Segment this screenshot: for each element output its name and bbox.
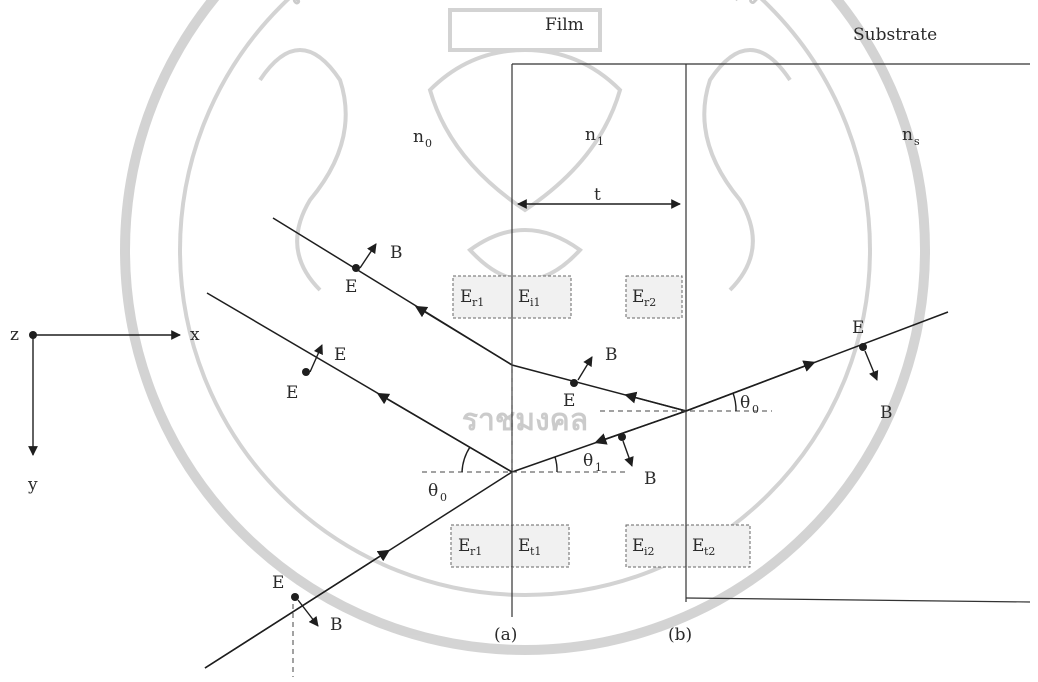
svg-text:E: E — [632, 287, 644, 307]
watermark-inner-text: ราชมงคล — [462, 403, 588, 438]
theta0-arc-left — [461, 446, 471, 473]
svg-text:θ: θ — [740, 393, 750, 413]
svg-text:E: E — [692, 536, 704, 556]
svg-text:E: E — [632, 536, 644, 556]
n0-label: n 0 — [413, 127, 432, 150]
field-vector-left: E E — [286, 344, 346, 403]
svg-text:n: n — [585, 125, 596, 145]
svg-text:r1: r1 — [472, 296, 484, 309]
svg-text:r2: r2 — [644, 296, 656, 309]
svg-text:B: B — [644, 469, 657, 489]
svg-text:0: 0 — [752, 403, 759, 416]
svg-text:θ: θ — [428, 481, 438, 501]
theta1-label: θ 1 — [583, 451, 602, 474]
svg-text:E: E — [563, 391, 575, 411]
thickness-label: t — [594, 185, 601, 205]
svg-text:B: B — [330, 615, 343, 635]
substrate-label: Substrate — [853, 25, 937, 45]
svg-text:n: n — [902, 125, 913, 145]
svg-text:i1: i1 — [530, 296, 541, 309]
svg-text:E: E — [852, 318, 864, 338]
svg-text:E: E — [518, 287, 530, 307]
substrate-bottom-boundary — [685, 597, 1031, 603]
axis-x-label: x — [190, 325, 200, 345]
n1-label: n 1 — [585, 125, 604, 148]
svg-text:E: E — [334, 345, 346, 365]
field-vector-film-lower: B — [618, 433, 657, 489]
svg-text:t2: t2 — [704, 545, 715, 558]
theta0-arc-right — [732, 392, 737, 412]
theta0-right-label: θ 0 — [740, 393, 759, 416]
theta0-left-label: θ 0 — [428, 481, 447, 504]
svg-text:E: E — [458, 536, 470, 556]
field-box-top-b: E r2 — [625, 275, 683, 319]
svg-text:0: 0 — [440, 491, 447, 504]
field-vector-upper-left: E B — [345, 243, 403, 297]
svg-text:E: E — [460, 287, 472, 307]
E-label: E — [345, 277, 357, 297]
svg-text:n: n — [413, 127, 424, 147]
svg-text:s: s — [914, 135, 920, 148]
B-label: B — [390, 243, 403, 263]
svg-text:B: B — [605, 345, 618, 365]
svg-text:E: E — [272, 573, 284, 593]
field-vector-transmitted: E B — [852, 318, 893, 423]
svg-text:1: 1 — [597, 135, 604, 148]
axis-y-label: y — [27, 475, 38, 495]
field-box-top-a: E r1 E i1 — [452, 275, 572, 319]
svg-text:1: 1 — [595, 461, 602, 474]
film-label: Film — [545, 15, 584, 35]
svg-text:E: E — [286, 383, 298, 403]
interface-b-label: (b) — [668, 625, 692, 645]
svg-text:0: 0 — [425, 137, 432, 150]
svg-text:t1: t1 — [530, 545, 541, 558]
svg-text:i2: i2 — [644, 545, 655, 558]
svg-text:B: B — [880, 403, 893, 423]
svg-text:θ: θ — [583, 451, 593, 471]
field-box-bottom-b: E i2 E t2 — [625, 524, 751, 568]
theta1-arc — [554, 456, 558, 473]
field-vector-lower-left: E B — [272, 573, 343, 635]
interface-a-label: (a) — [494, 625, 517, 645]
field-box-bottom-a: E r1 E t1 — [450, 524, 570, 568]
axis-z-label: z — [10, 325, 19, 345]
ns-label: n s — [902, 125, 920, 148]
field-vector-film-upper: E B — [563, 345, 618, 411]
svg-text:r1: r1 — [470, 545, 482, 558]
svg-text:E: E — [518, 536, 530, 556]
coordinate-axes: z x y — [10, 325, 200, 495]
